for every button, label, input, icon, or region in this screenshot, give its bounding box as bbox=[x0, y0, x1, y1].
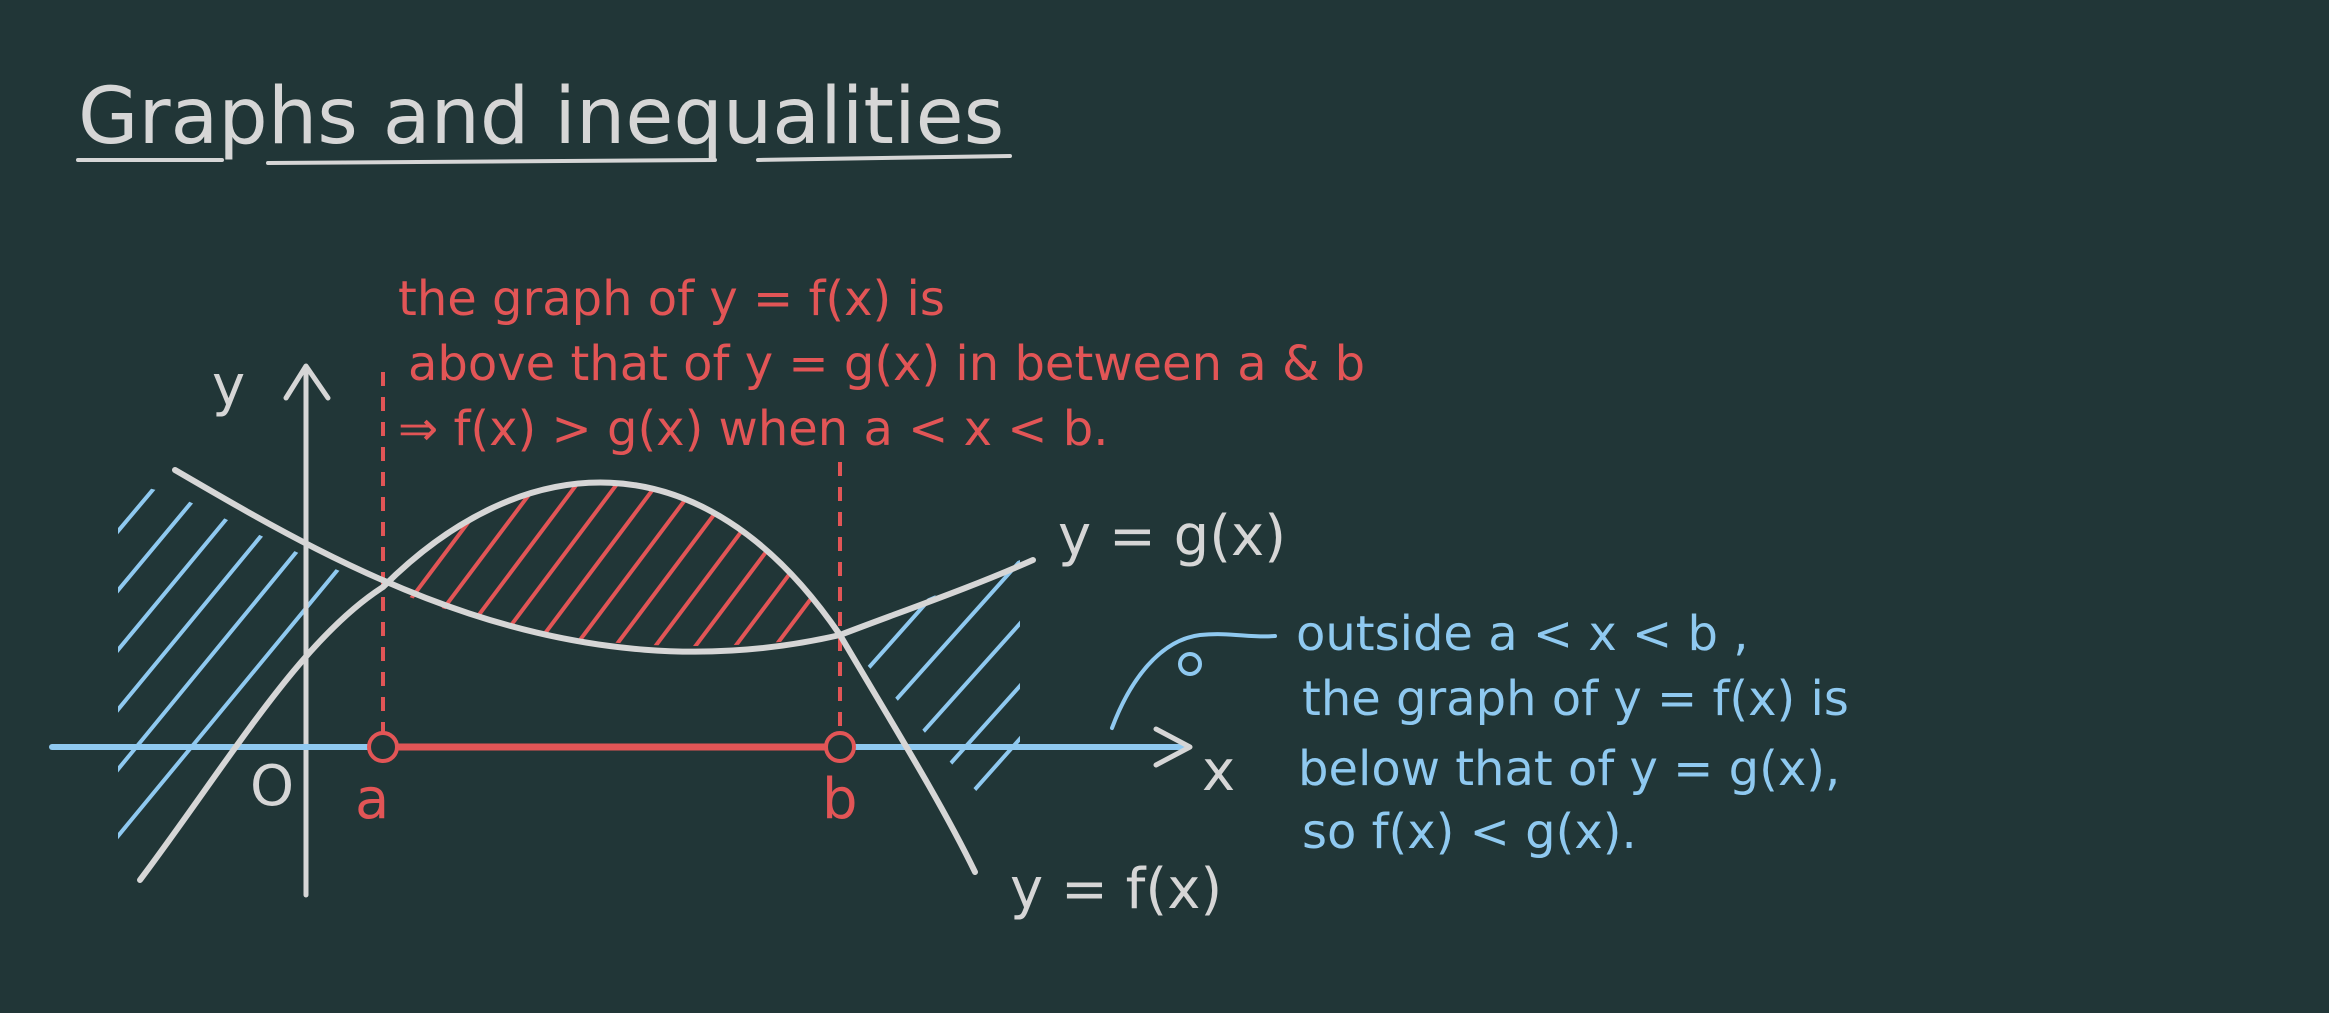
origin-label: O bbox=[250, 754, 294, 819]
hatching-right-outside bbox=[840, 560, 1020, 800]
curve-f bbox=[137, 479, 978, 883]
y-axis-arrow bbox=[283, 363, 331, 401]
blue-note-line-3: below that of y = g(x), bbox=[1298, 741, 1840, 797]
open-point-a bbox=[367, 731, 399, 763]
point-b-label: b bbox=[822, 767, 858, 832]
title-underline bbox=[76, 154, 1012, 165]
x-axis-arrow bbox=[1153, 726, 1193, 768]
red-note-line-3: ⇒ f(x) > g(x) when a < x < b. bbox=[398, 401, 1108, 457]
point-a-label: a bbox=[355, 767, 389, 832]
red-note-line-2: above that of y = g(x) in between a & b bbox=[408, 336, 1365, 392]
curve-f-label: y = f(x) bbox=[1010, 857, 1222, 922]
blue-note-line-4: so f(x) < g(x). bbox=[1302, 804, 1637, 860]
open-point-b bbox=[824, 731, 856, 763]
blue-note-line-2: the graph of y = f(x) is bbox=[1302, 671, 1849, 727]
pointer-loop bbox=[1178, 652, 1202, 676]
curve-g bbox=[172, 467, 1036, 655]
blue-note-line-1: outside a < x < b , bbox=[1296, 606, 1748, 662]
pointer-curve bbox=[1110, 632, 1277, 730]
red-note-line-1: the graph of y = f(x) is bbox=[398, 271, 945, 327]
page-title: Graphs and inequalities bbox=[78, 72, 1004, 162]
y-axis-label: y bbox=[212, 354, 245, 419]
x-axis-label: x bbox=[1202, 739, 1235, 804]
curve-g-label: y = g(x) bbox=[1058, 504, 1286, 569]
